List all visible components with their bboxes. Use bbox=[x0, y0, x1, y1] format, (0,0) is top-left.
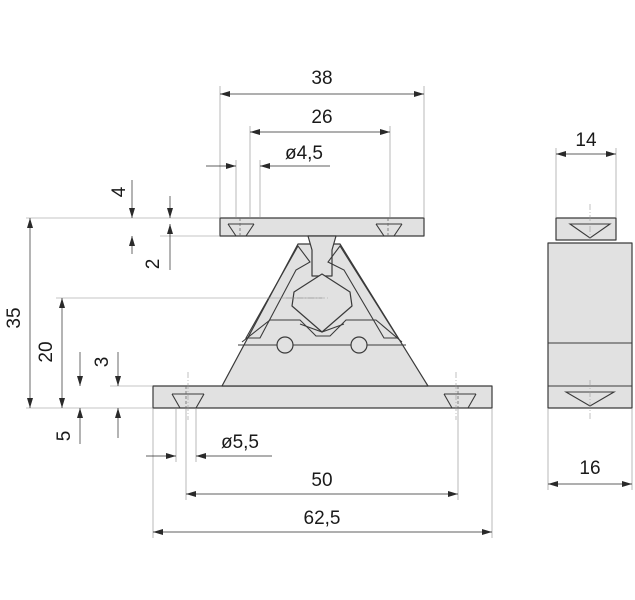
dim-label-16: 16 bbox=[579, 458, 600, 479]
dim-label-38: 38 bbox=[311, 68, 332, 89]
dim-label-14: 14 bbox=[575, 130, 597, 151]
side-top-flange bbox=[555, 217, 617, 241]
countersink-base-right bbox=[443, 393, 477, 409]
dim-label-3: 3 bbox=[92, 357, 113, 368]
extension-lines bbox=[26, 86, 633, 538]
dim-label-62-5: 62,5 bbox=[304, 508, 341, 529]
hole-right bbox=[350, 336, 368, 354]
hole-left bbox=[276, 336, 294, 354]
dim-label-hole-base: ø5,5 bbox=[221, 432, 259, 453]
countersink-top-right bbox=[375, 223, 403, 237]
dim-label-4: 4 bbox=[109, 186, 130, 197]
dimension-labels: 38 26 ø4,5 4 2 35 20 3 5 ø5,5 50 62,5 14… bbox=[4, 68, 601, 529]
countersink-top-left bbox=[227, 223, 255, 237]
dim-label-hole-top: ø4,5 bbox=[285, 143, 323, 164]
t-neck bbox=[307, 235, 337, 277]
top-flange bbox=[219, 217, 425, 237]
dim-label-50: 50 bbox=[311, 470, 332, 491]
dim-label-2: 2 bbox=[143, 259, 164, 270]
jaw-left bbox=[245, 244, 311, 339]
dim-label-35: 35 bbox=[4, 307, 25, 328]
dim-label-26: 26 bbox=[311, 107, 332, 128]
mid-step bbox=[241, 319, 403, 343]
front-view bbox=[152, 217, 493, 420]
dim-label-5: 5 bbox=[54, 431, 75, 442]
base-plate bbox=[152, 385, 493, 409]
jaw-right bbox=[327, 245, 399, 339]
side-view bbox=[547, 204, 633, 420]
dim-label-20: 20 bbox=[36, 341, 57, 362]
dimension-lines bbox=[27, 91, 632, 535]
